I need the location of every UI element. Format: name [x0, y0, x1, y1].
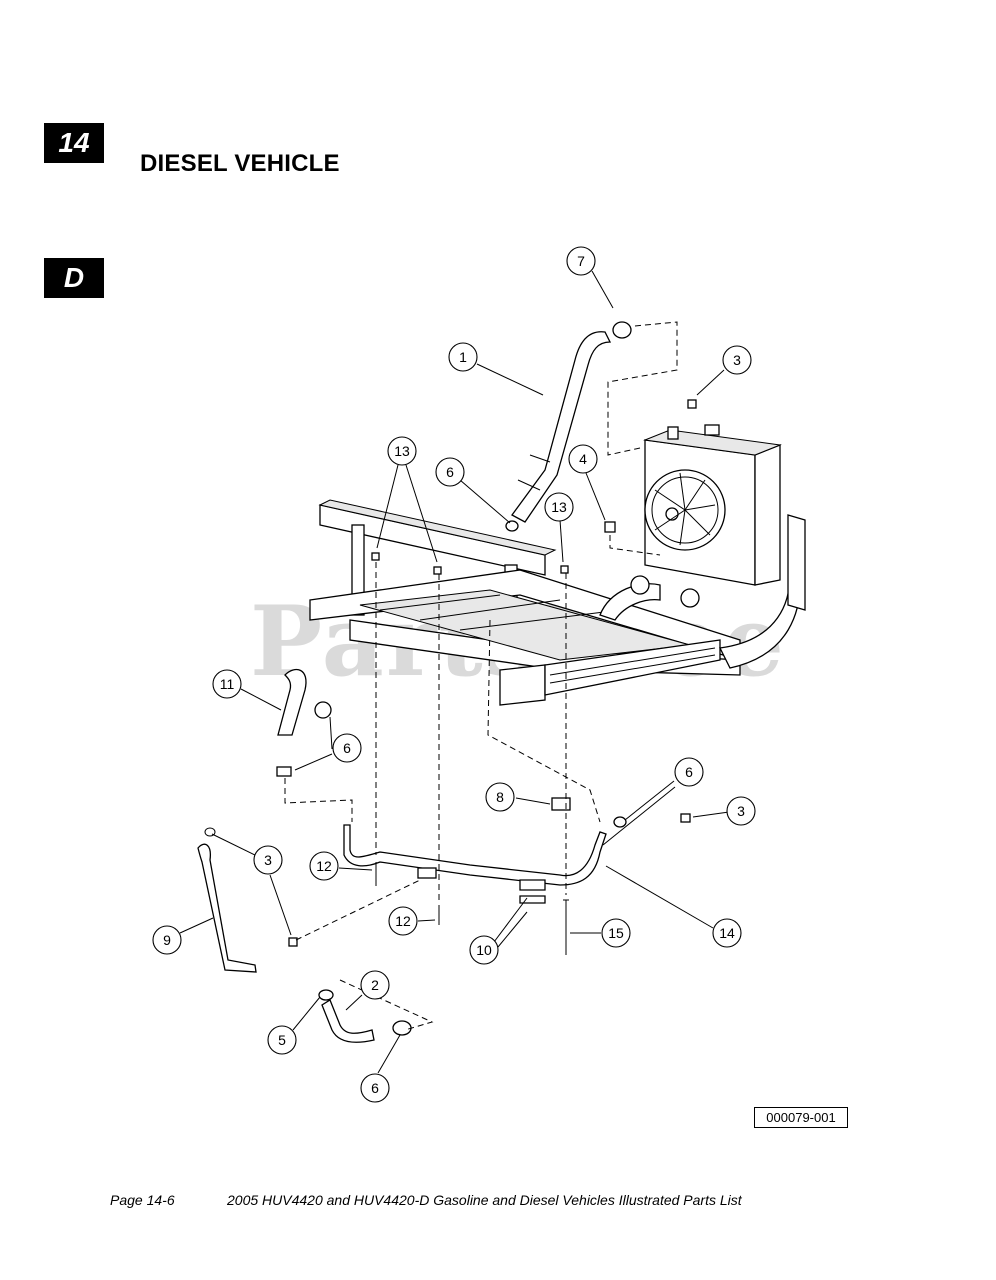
callout-13: 13	[387, 436, 417, 466]
svg-text:13: 13	[394, 443, 410, 459]
page-title: DIESEL VEHICLE	[140, 150, 340, 177]
footer-page-number: Page 14-6	[110, 1192, 175, 1208]
callout-6: 6	[435, 457, 465, 487]
callout-6: 6	[674, 757, 704, 787]
svg-text:12: 12	[316, 858, 332, 874]
svg-text:6: 6	[685, 764, 693, 780]
callout-9: 9	[152, 925, 182, 955]
clamp-3-top	[687, 399, 697, 409]
svg-text:4: 4	[579, 451, 587, 467]
upper-hose	[505, 321, 632, 532]
callout-11: 11	[212, 669, 242, 699]
svg-text:12: 12	[395, 913, 411, 929]
section-tab: 14	[44, 123, 104, 163]
leader-lines	[179, 270, 730, 1074]
svg-text:6: 6	[446, 464, 454, 480]
callout-6: 6	[332, 733, 362, 763]
svg-text:15: 15	[608, 925, 624, 941]
svg-text:10: 10	[476, 942, 492, 958]
lower-tube-14	[343, 816, 627, 886]
bolt-15	[563, 899, 569, 955]
frame-assembly	[309, 499, 801, 706]
callout-13: 13	[544, 492, 574, 522]
footer-document-title: 2005 HUV4420 and HUV4420-D Gasoline and …	[227, 1192, 742, 1208]
callout-15: 15	[601, 918, 631, 948]
svg-text:3: 3	[737, 803, 745, 819]
callout-4: 4	[568, 444, 598, 474]
callout-3: 3	[722, 345, 752, 375]
svg-text:3: 3	[733, 352, 741, 368]
callout-3: 3	[726, 796, 756, 826]
callout-7: 7	[566, 246, 596, 276]
callout-14: 14	[712, 918, 742, 948]
svg-text:9: 9	[163, 932, 171, 948]
svg-text:8: 8	[496, 789, 504, 805]
callout-1: 1	[448, 342, 478, 372]
callout-10: 10	[469, 935, 499, 965]
callout-6: 6	[360, 1073, 390, 1103]
callout-12: 12	[309, 851, 339, 881]
svg-text:1: 1	[459, 349, 467, 365]
nuts-13	[371, 552, 569, 575]
callout-bubbles: 1 2 3 3 3 4 5 6 6 6 6 6 7 8 9 10 11 12 1…	[152, 246, 756, 1103]
bolt-12	[375, 862, 440, 925]
clip-4	[604, 521, 616, 533]
svg-text:2: 2	[371, 977, 379, 993]
bracket-8	[551, 797, 571, 811]
hose-9	[197, 827, 298, 973]
callout-5: 5	[267, 1025, 297, 1055]
radiator-assembly	[599, 424, 806, 621]
clamp-3-right	[680, 813, 691, 823]
svg-text:6: 6	[343, 740, 351, 756]
hose-2	[318, 989, 412, 1043]
callout-2: 2	[360, 970, 390, 1000]
svg-text:6: 6	[371, 1080, 379, 1096]
svg-text:7: 7	[577, 253, 585, 269]
svg-text:11: 11	[220, 676, 235, 692]
callout-12: 12	[388, 906, 418, 936]
plates-10	[519, 879, 546, 904]
callout-8: 8	[485, 782, 515, 812]
svg-text:5: 5	[278, 1032, 286, 1048]
svg-text:3: 3	[264, 852, 272, 868]
subsection-tab: D	[44, 258, 104, 298]
hose-11	[276, 668, 332, 777]
callout-3: 3	[253, 845, 283, 875]
drawing-number: 000079-001	[754, 1107, 848, 1128]
svg-text:14: 14	[719, 925, 735, 941]
svg-text:13: 13	[551, 499, 567, 515]
